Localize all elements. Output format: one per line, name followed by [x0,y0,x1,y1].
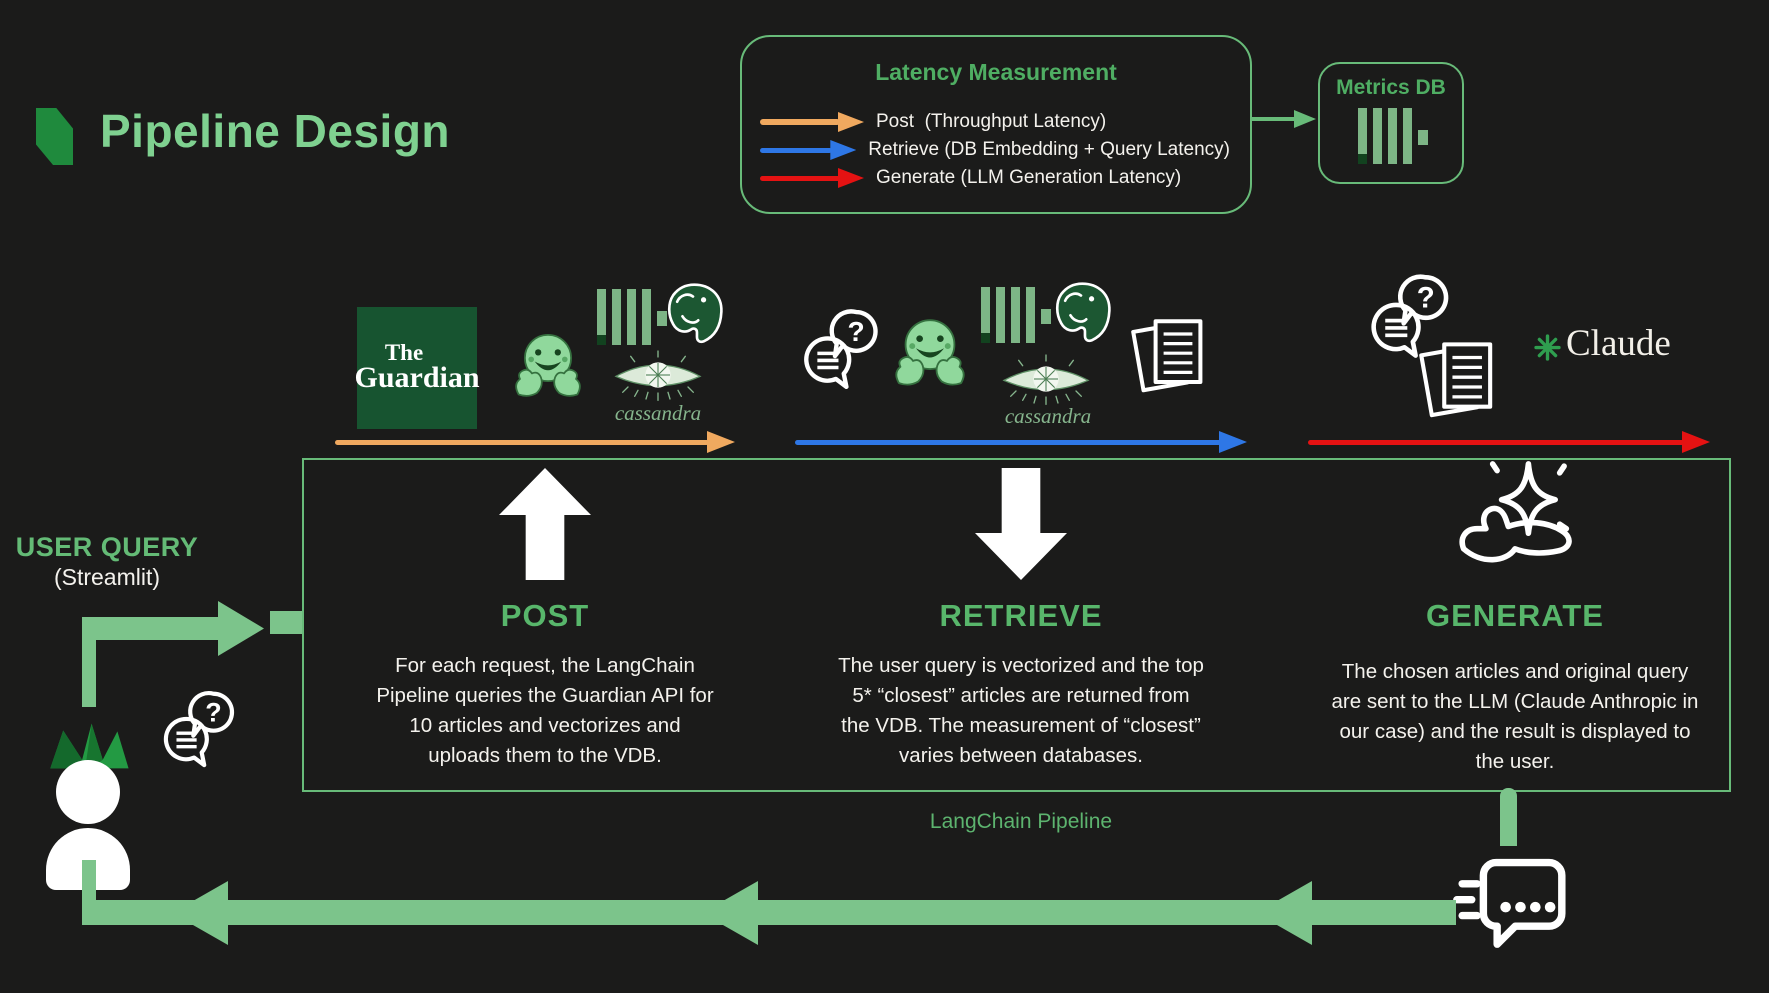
metrics-db-panel: Metrics DB [1318,62,1464,184]
hugging-face-emoji-retrieve [895,319,965,386]
stage-title-post: POST [500,598,590,633]
stage-title-retrieve: RETRIEVE [939,598,1103,633]
postgresql-elephant-icon-retrieve [1055,282,1111,343]
user-arrow-shaft-vertical [82,617,96,707]
streamlit-label: (Streamlit) [53,564,161,590]
retrieve-stage-arrow [795,431,1247,453]
latency-to-metrics-arrow [1250,109,1316,129]
retrieve-arrow-icon [760,140,857,160]
metrics-db-title: Metrics DB [1336,76,1446,99]
claude-wordmark: Claude [1566,323,1671,364]
cassandra-eye-icon-post [614,350,702,401]
chat-response-icon [1453,858,1566,948]
guardian-logo-line1: The [384,340,424,365]
vector-db-bars-icon-post [597,289,667,345]
legend-row-generate: Generate (LLM Generation Latency) [760,167,1230,189]
cassandra-wordmark-post: cassandra [614,401,702,425]
post-stage-arrow [335,431,735,453]
legend-row-post: Post (Throughput Latency) [760,111,1230,133]
postgresql-elephant-icon-post [667,283,723,344]
chat-question-icon-user: ? [163,691,235,768]
metrics-db-bars-icon [1358,108,1428,164]
documents-stack-icon-retrieve [1131,319,1203,393]
guardian-logo-line2: Guardian [354,361,480,394]
cassandra-eye-icon-retrieve [1002,354,1090,405]
user-query-label: USER QUERY [15,532,199,562]
return-arrow-head-3 [1256,881,1312,945]
page-title: Pipeline Design [100,105,451,157]
user-arrow-shaft-horizontal [82,617,218,640]
user-king-crown-icon [50,723,129,769]
generate-arrow-icon [760,168,864,188]
legend-label-retrieve: Retrieve (DB Embedding + Query Latency) [868,139,1230,160]
return-arrow-head-1 [172,881,228,945]
stage-desc-retrieve: The user query is vectorized and the top… [838,654,1204,767]
guardian-logo: The Guardian [354,307,480,429]
pipeline-logo-icon [36,108,73,165]
question-mark-glyph: ? [205,697,221,727]
post-arrow-icon [760,112,864,132]
magic-hand-sparkle-icon [1459,461,1572,563]
latency-panel: Latency Measurement Post (Throughput Lat… [740,35,1252,214]
vector-db-bars-icon-retrieve [981,287,1051,343]
generate-output-stub [1500,788,1517,846]
legend-row-retrieve: Retrieve (DB Embedding + Query Latency) [760,139,1230,161]
question-mark-glyph: ? [1417,282,1435,315]
user-arrow-head [218,601,264,656]
return-arrow-left-vertical [82,860,96,925]
question-mark-glyph: ? [847,316,864,347]
stage-title-generate: GENERATE [1426,598,1604,633]
user-head [56,760,120,824]
chat-question-icon-retrieve: ? [804,309,878,390]
cassandra-wordmark-retrieve: cassandra [1004,404,1092,428]
chat-question-icon-generate: ? [1371,274,1449,358]
return-arrow-head-2 [702,881,758,945]
user-arrow-box-stub [270,611,302,634]
legend-label-post: Post (Throughput Latency) [876,111,1107,132]
hugging-face-emoji [515,334,581,397]
generate-stage-arrow [1308,431,1710,453]
langchain-pipeline-box [302,458,1731,792]
stage-desc-post: For each request, the LangChain Pipeline… [376,654,714,767]
langchain-pipeline-label: LangChain Pipeline [929,810,1113,833]
claude-asterisk-icon [1534,334,1561,361]
documents-stack-icon-generate [1419,342,1493,418]
latency-panel-title: Latency Measurement [875,59,1117,85]
return-arrow-shaft [88,900,1456,925]
legend-label-generate: Generate (LLM Generation Latency) [876,167,1182,188]
stage-desc-generate: The chosen articles and original query a… [1331,660,1699,773]
